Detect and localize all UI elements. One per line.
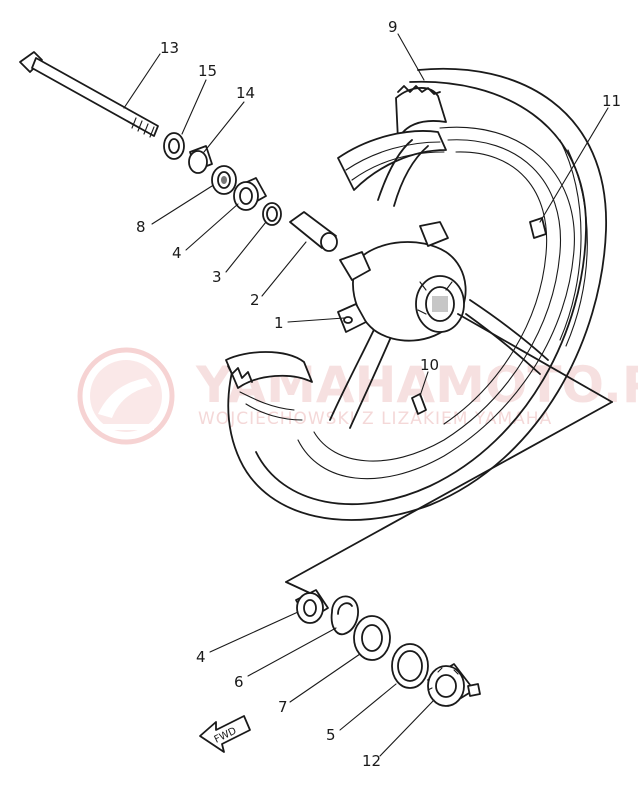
callout-11: 11 (602, 92, 621, 110)
callout-8: 8 (136, 218, 146, 236)
callout-10: 10 (420, 356, 439, 374)
oil-seal-8 (211, 165, 237, 195)
wheel-tire-assembly (225, 67, 613, 595)
callout-5: 5 (326, 726, 336, 744)
callout-9: 9 (388, 18, 398, 36)
bearing-upper (233, 177, 267, 211)
watermark-subtitle: WOJCIECHOWSKI Z LIZAKIEM YAMAHA (198, 409, 552, 429)
circlip-3 (262, 202, 282, 226)
leader-lines (123, 33, 609, 757)
callout-7: 7 (278, 698, 288, 716)
forward-direction-arrow: FWD (199, 715, 251, 753)
washer-7 (353, 615, 391, 661)
callout-1: 1 (274, 314, 284, 332)
watermark-logo (77, 347, 175, 445)
callout-4-upper: 4 (172, 244, 182, 262)
callout-2: 2 (250, 291, 260, 309)
callout-12: 12 (362, 752, 381, 770)
axle-shaft (19, 51, 159, 138)
collar-15 (163, 132, 185, 160)
bearing-lower (295, 589, 329, 624)
gear-unit-12 (427, 663, 481, 707)
callout-6: 6 (234, 673, 244, 691)
callout-3: 3 (212, 268, 222, 286)
oil-seal-5 (391, 643, 429, 689)
callout-13: 13 (160, 39, 179, 57)
callout-14: 14 (236, 84, 255, 102)
spacer-14 (188, 145, 213, 174)
spacer-tube-2 (289, 211, 338, 252)
callout-4-lower: 4 (196, 648, 206, 666)
callout-15: 15 (198, 62, 217, 80)
callout-labels: 13 15 14 9 11 8 4 3 2 1 10 4 6 7 5 12 (136, 18, 621, 770)
